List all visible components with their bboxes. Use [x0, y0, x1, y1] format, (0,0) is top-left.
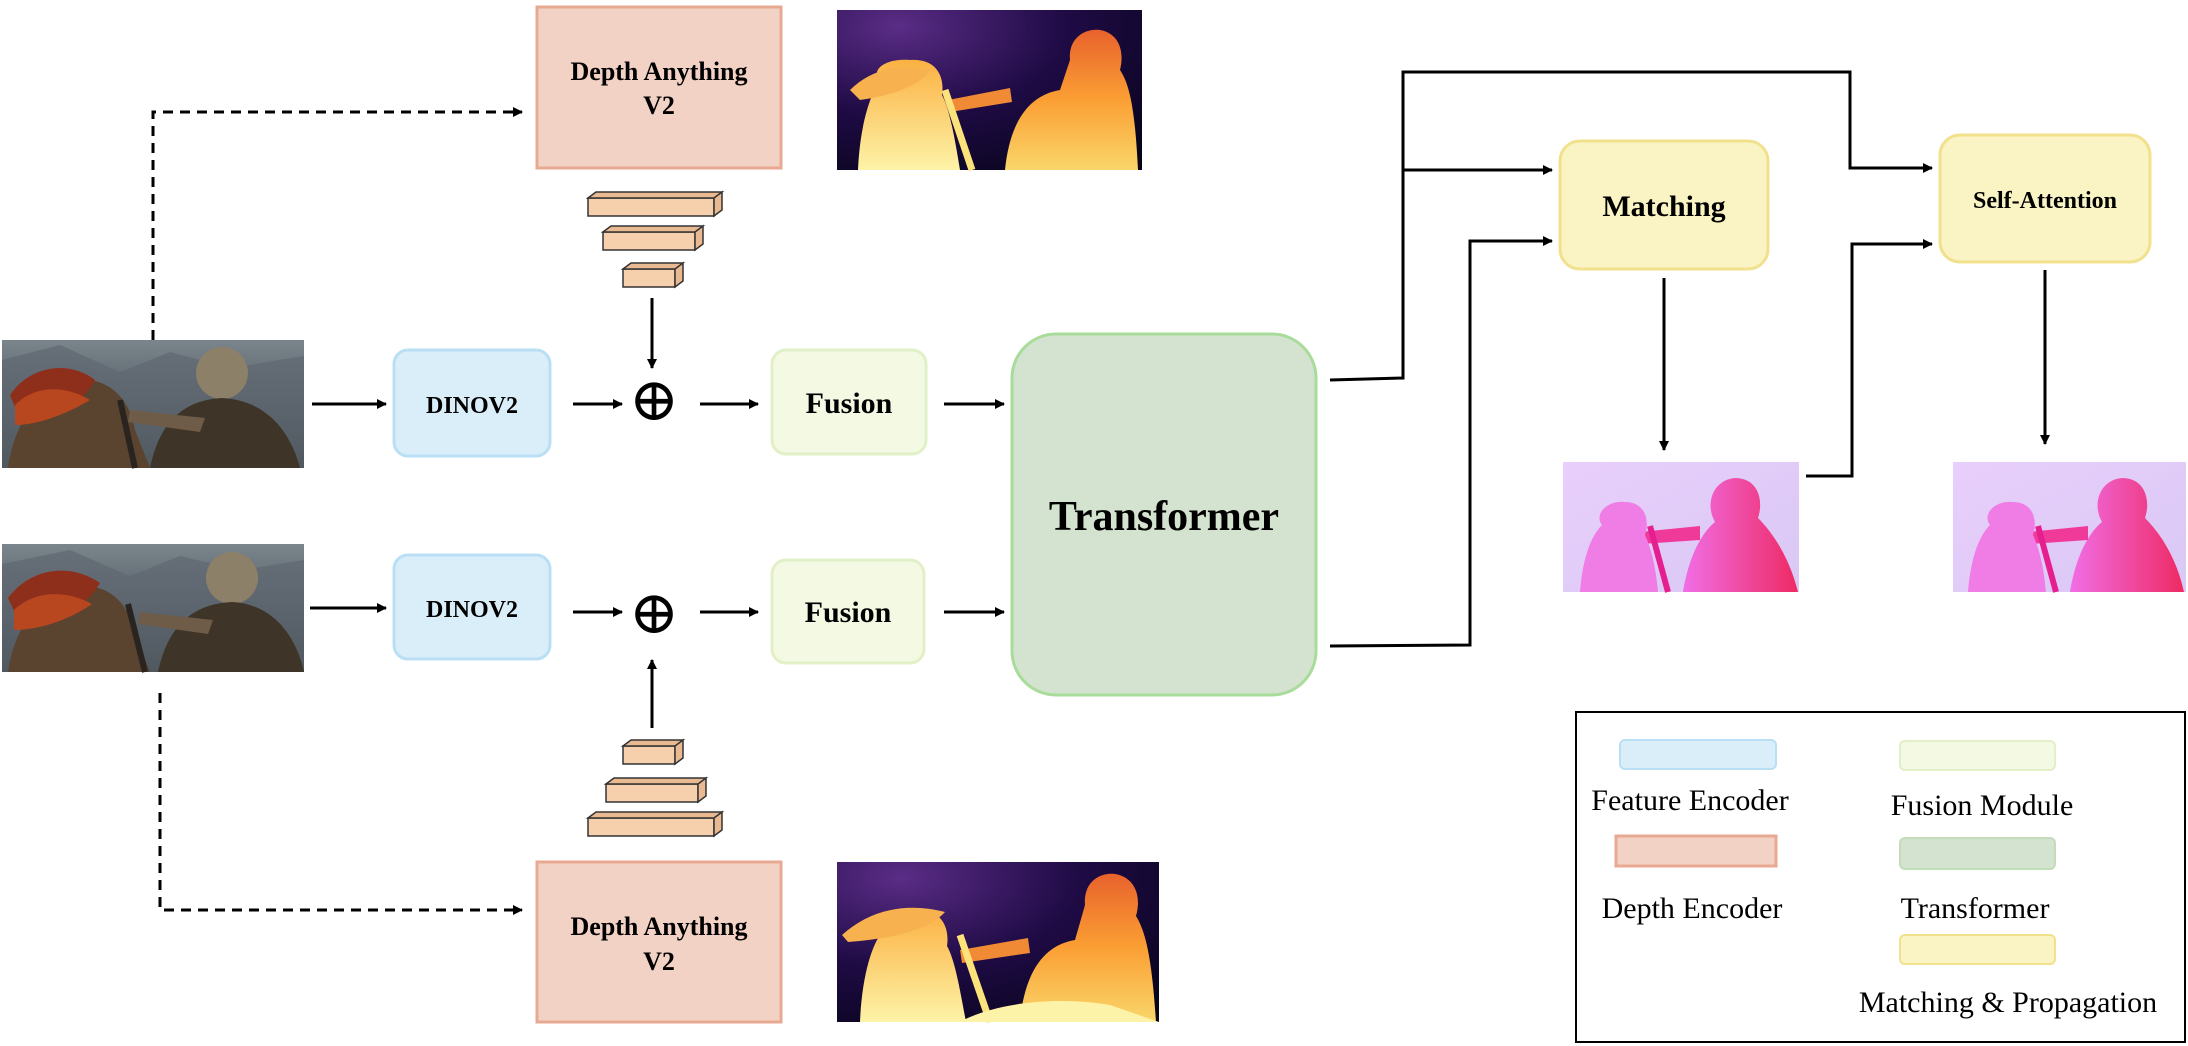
legend-swatch-matching-propagation [1899, 934, 2056, 965]
legend-label-transformer: Transformer [1901, 892, 2050, 925]
feature-bar [620, 738, 686, 766]
arrow [151, 107, 523, 340]
input-frame-bottom [2, 544, 304, 673]
depth-anything-version: V2 [643, 91, 675, 120]
legend-label-depth-encoder: Depth Encoder [1602, 892, 1783, 925]
feature-bar [600, 224, 706, 252]
plus-operator-top: ⊕ [629, 367, 679, 433]
arrow [1329, 70, 1933, 382]
feature-pyramid-top [585, 190, 725, 289]
dinov2-label: DINOV2 [426, 597, 518, 623]
dinov2-block-bottom: DINOV2 [392, 553, 552, 661]
connections [151, 70, 2050, 915]
legend-swatch-feature-encoder [1619, 739, 1777, 770]
depth-anything-version: V2 [643, 947, 675, 976]
feature-bar [585, 190, 725, 218]
depth-anything-label: Depth Anything [571, 912, 748, 941]
legend: Feature Encoder Fusion Module Depth Enco… [1575, 711, 2186, 1043]
flow-output-middle [1563, 462, 1799, 593]
fusion-label: Fusion [806, 387, 893, 420]
arrow [1329, 236, 1553, 648]
fusion-block-bottom: Fusion [770, 558, 926, 665]
plus-operator-bottom: ⊕ [629, 580, 679, 646]
feature-bar [585, 810, 725, 838]
flow-output-right [1953, 462, 2186, 593]
dinov2-block-top: DINOV2 [392, 348, 552, 458]
input-frame-top [2, 340, 304, 469]
legend-swatch-transformer [1899, 837, 2056, 870]
transformer-block: Transformer [1010, 332, 1318, 697]
transformer-label: Transformer [1049, 494, 1279, 540]
depth-anything-block-top: Depth Anything V2 [535, 5, 783, 170]
plus-operator-symbol: ⊕ [629, 367, 679, 433]
feature-pyramid-bottom [585, 738, 725, 838]
plus-operator-symbol: ⊕ [629, 580, 679, 646]
fusion-block-top: Fusion [770, 348, 928, 456]
legend-swatch-fusion-module [1899, 740, 2056, 771]
feature-bar [620, 261, 686, 289]
arrow [158, 693, 523, 915]
depth-anything-label: Depth Anything [571, 57, 748, 86]
legend-swatch-depth-encoder [1614, 834, 1778, 868]
depth-map-bottom [837, 862, 1159, 1024]
legend-label-fusion-module: Fusion Module [1891, 789, 2074, 822]
self-attention-label: Self-Attention [1973, 188, 2117, 214]
fusion-label: Fusion [805, 596, 892, 629]
legend-label-matching-propagation: Matching & Propagation [1859, 986, 2157, 1019]
depth-map-top [837, 10, 1142, 172]
arrow [1806, 239, 1933, 478]
matching-label: Matching [1602, 190, 1725, 223]
self-attention-block: Self-Attention [1938, 133, 2152, 264]
matching-block: Matching [1558, 139, 1770, 271]
dinov2-label: DINOV2 [426, 393, 518, 419]
depth-anything-block-bottom: Depth Anything V2 [535, 860, 783, 1024]
feature-bar [603, 776, 709, 804]
legend-label-feature-encoder: Feature Encoder [1591, 784, 1788, 817]
